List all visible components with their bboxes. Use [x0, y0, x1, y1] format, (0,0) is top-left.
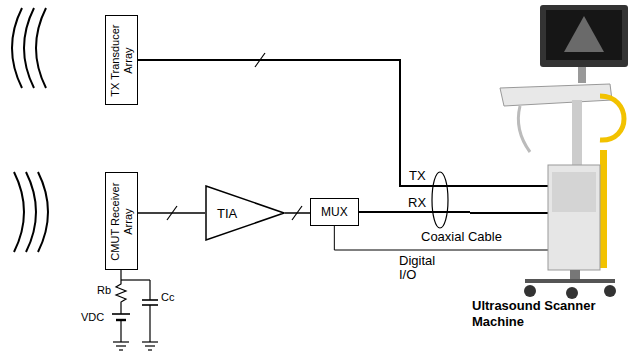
bias-circuit: [142, 299, 158, 301]
bias-circuit: [149, 305, 150, 342]
bias-circuit: [121, 279, 150, 280]
sound-waves: [26, 172, 36, 252]
bias-circuit: [145, 345, 155, 346]
sound-waves: [14, 172, 24, 252]
bias-circuit: [119, 349, 123, 350]
capacitor-label: Cc: [161, 291, 174, 303]
receiver-box: CMUT Receiver Array: [105, 172, 138, 270]
sound-waves: [36, 8, 46, 88]
scanner-illustration: [470, 185, 548, 187]
scanner-illustration: [570, 270, 580, 280]
triangle-shape: [206, 186, 284, 240]
bias-circuit: [148, 349, 152, 350]
signal-label: Digital I/O: [398, 254, 446, 282]
signal-wire: [285, 212, 310, 214]
transducer-box: TX Transducer Array: [105, 15, 138, 105]
scanner-illustration: [470, 5, 628, 299]
scanner-illustration: [604, 285, 616, 297]
signal-wire: [359, 211, 470, 213]
node-text: Ultrasound Scanner Machine: [472, 298, 612, 330]
scanner-node: Ultrasound Scanner Machine: [470, 0, 630, 342]
bias-circuit: [113, 341, 129, 342]
bias-circuit: [116, 280, 126, 314]
sound-waves: [12, 8, 48, 252]
amplifier-triangle: TIA: [205, 185, 285, 241]
bias-circuit: [112, 313, 130, 315]
scanner-illustration: [500, 84, 612, 106]
scanner-illustration: [600, 150, 607, 268]
scanner-illustration: [578, 67, 586, 83]
scanner-illustration: [564, 16, 604, 52]
signal-wire: [138, 212, 205, 214]
scanner-illustration: [552, 172, 596, 212]
scanner-illustration: [518, 106, 530, 152]
bias-circuit: [120, 320, 121, 342]
resistor-label: Rb: [97, 284, 111, 296]
scanner-illustration: [548, 165, 600, 270]
cable-label: Coaxial Cable: [421, 230, 502, 244]
scanner-illustration: [566, 287, 578, 299]
bias-circuit: [116, 345, 126, 346]
bus-slash: [167, 53, 302, 220]
node-text: CMUT Receiver Array: [109, 177, 134, 265]
mux-box: MUX: [310, 198, 359, 226]
node-text: TX Transducer Array: [109, 20, 134, 100]
scanner-illustration: [572, 100, 582, 166]
node-text: TIA: [217, 206, 237, 221]
scanner-illustration: [470, 212, 548, 214]
scanner-illustration: [540, 5, 628, 67]
bias-circuit: [142, 341, 158, 342]
voltage-label: VDC: [81, 311, 104, 323]
scanner-illustration: [600, 96, 624, 140]
scanner-illustration: [524, 285, 536, 297]
signal-wire: [138, 60, 470, 186]
sound-waves: [12, 8, 22, 88]
sound-waves: [38, 172, 48, 252]
coax-ellipse: [432, 172, 448, 228]
scanner-illustration: [525, 279, 615, 283]
bias-circuit: [149, 280, 150, 300]
bias-circuit: [112, 268, 158, 350]
node-text: MUX: [321, 205, 348, 219]
scanner-illustration: [546, 10, 622, 60]
scanner-illustration: [470, 250, 548, 251]
signal-label: TX: [408, 169, 427, 183]
signal-label: RX: [407, 196, 427, 210]
coax-ellipse: [432, 172, 448, 228]
sound-waves: [24, 8, 34, 88]
